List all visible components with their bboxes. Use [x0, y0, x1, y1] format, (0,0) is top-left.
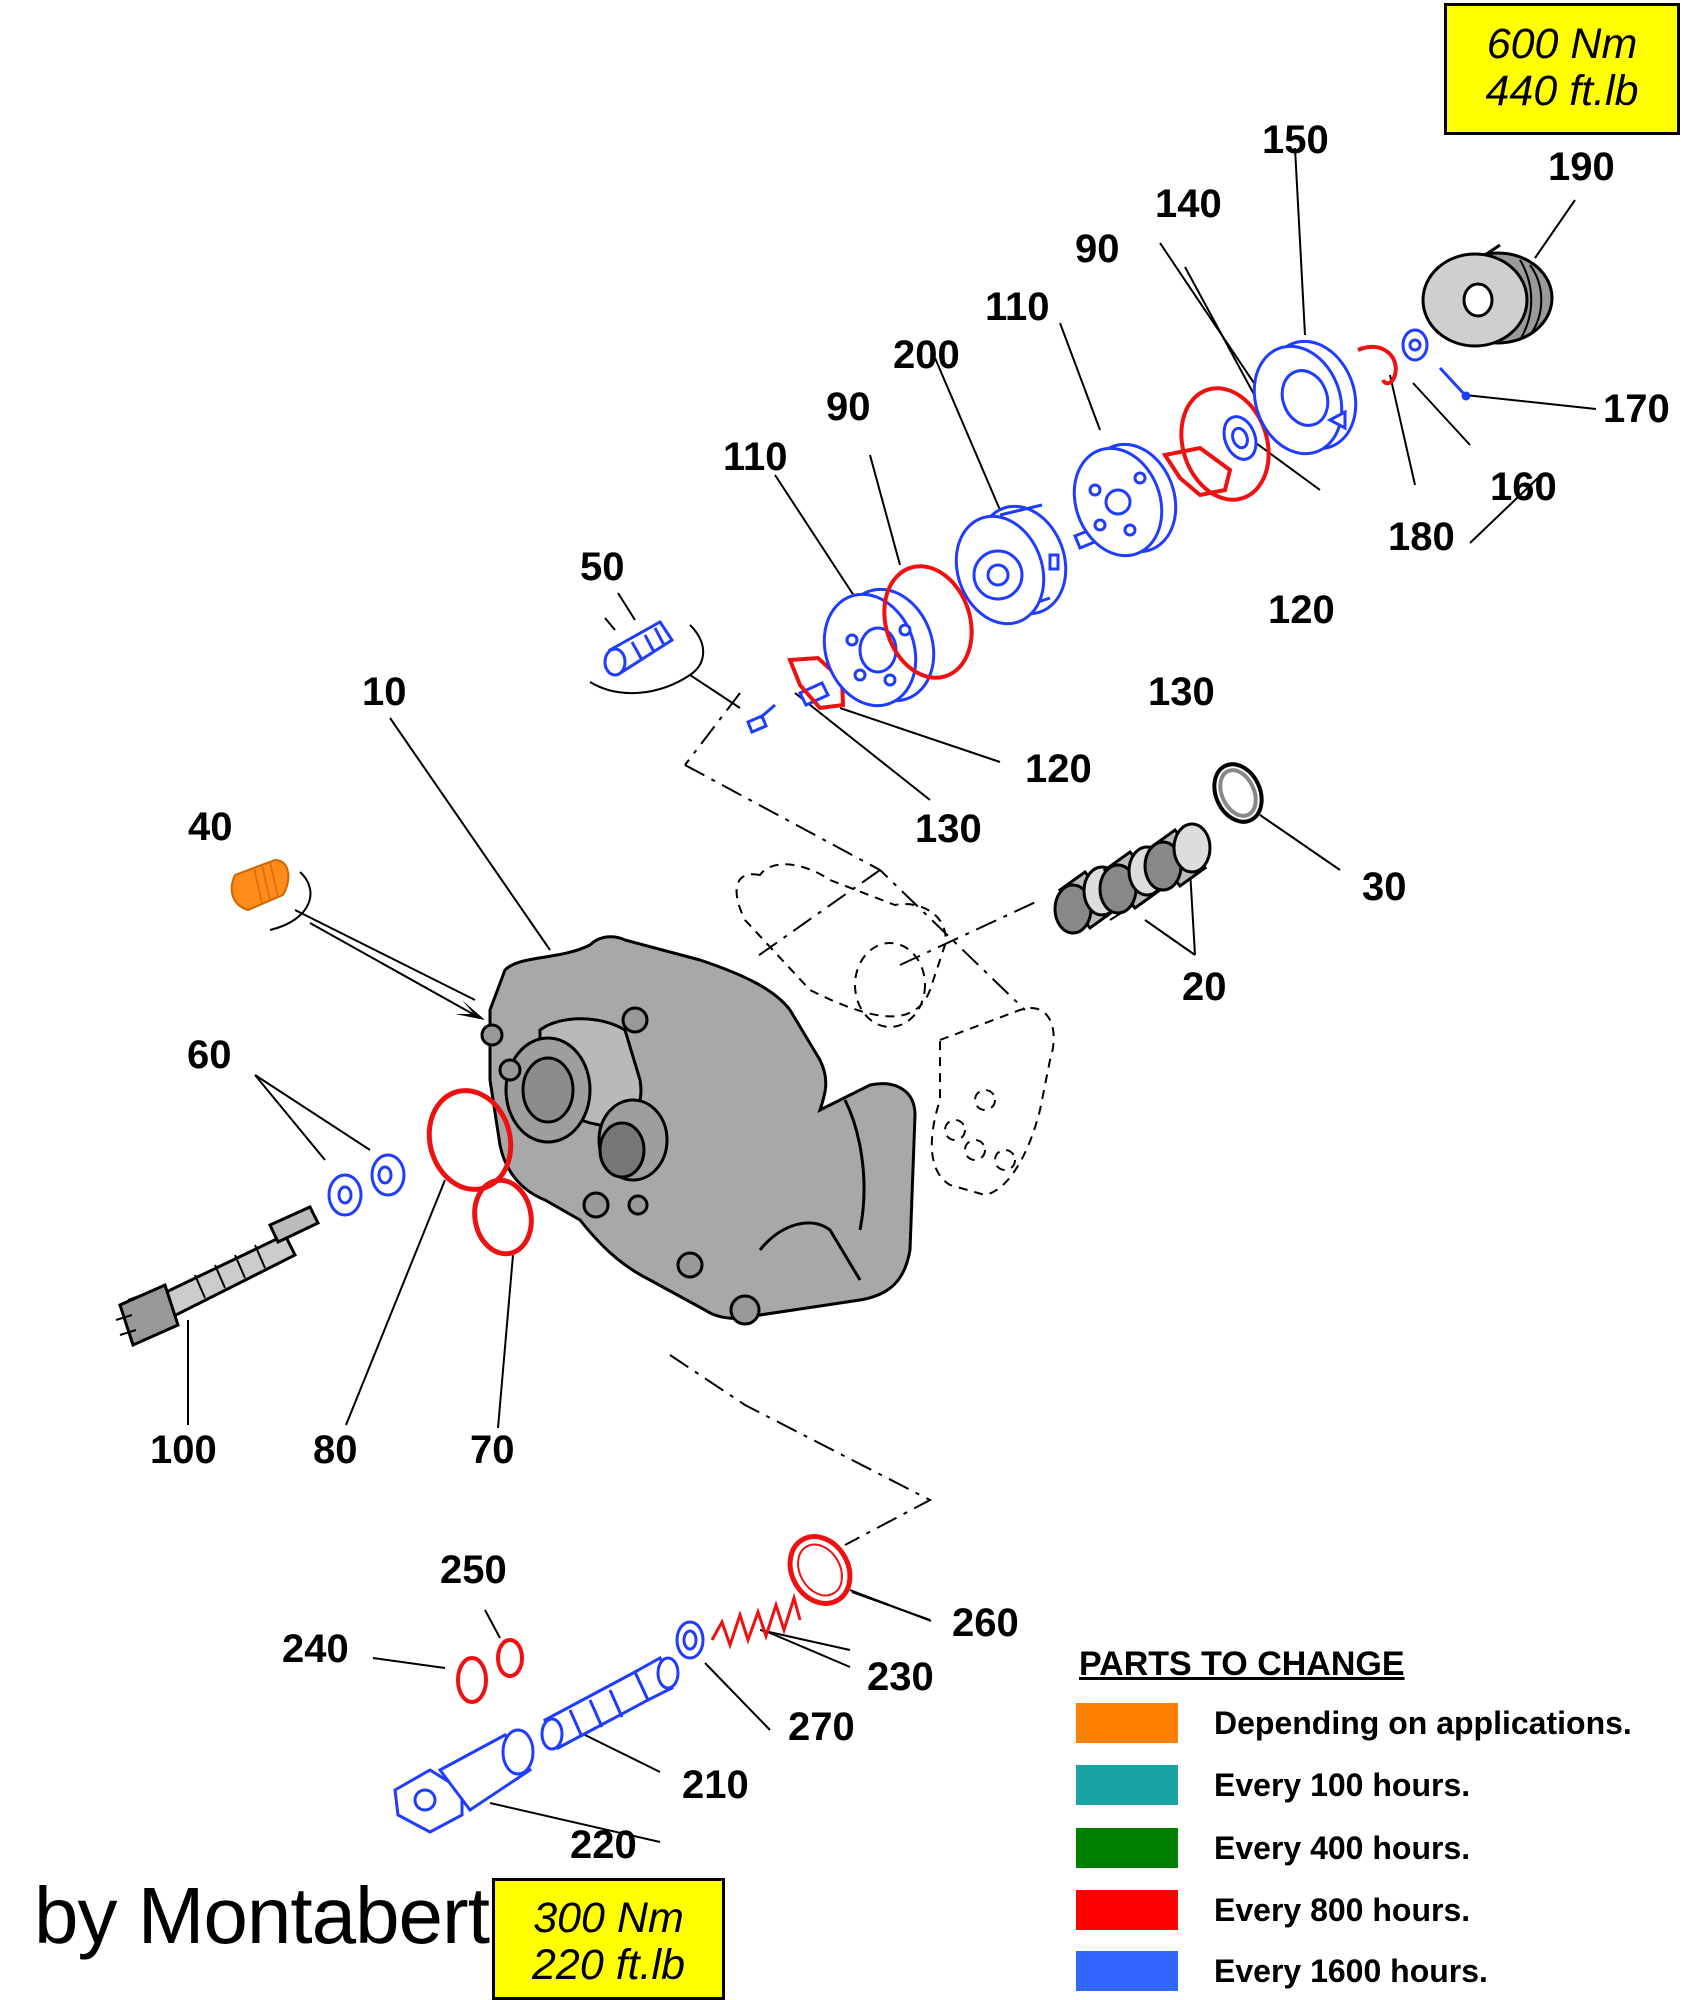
label-50: 50	[580, 545, 625, 589]
part-60-bearings	[327, 1153, 406, 1217]
legend-label: Every 400 hours.	[1214, 1830, 1471, 1866]
label-110-lower: 110	[723, 435, 788, 479]
center-lines	[669, 692, 1041, 1546]
label-10: 10	[362, 670, 407, 714]
label-200: 200	[893, 333, 960, 377]
label-140: 140	[1155, 182, 1222, 226]
torque-top-nm: 600 Nm	[1486, 20, 1638, 68]
part-70-oring	[472, 1177, 534, 1257]
part-240-oring	[456, 1656, 488, 1704]
part-50-fitting	[589, 620, 741, 709]
label-60: 60	[187, 1033, 232, 1077]
legend-label: Every 100 hours.	[1214, 1767, 1471, 1803]
brand-credit: by Montabert	[34, 1871, 490, 1960]
label-160: 160	[1490, 465, 1557, 509]
label-30: 30	[1362, 865, 1407, 909]
part-90-ring-lower	[882, 564, 974, 680]
part-210-spool	[540, 1655, 680, 1751]
part-110-plate-upper	[1072, 442, 1178, 558]
part-200-gear-housing	[954, 503, 1068, 626]
part-30-ring	[1212, 762, 1264, 824]
label-130-lower: 130	[915, 807, 982, 851]
label-120-upper: 120	[1268, 588, 1335, 632]
label-90-upper: 90	[1075, 227, 1120, 271]
torque-bottom-ftlb: 220 ft.lb	[532, 1941, 685, 1989]
label-120-lower: 120	[1025, 747, 1092, 791]
part-100-shaft	[115, 1205, 321, 1348]
legend-label: Depending on applications.	[1214, 1705, 1632, 1741]
part-140-bearing	[1222, 415, 1258, 461]
part-260-ring	[787, 1534, 853, 1606]
part-230-spring	[710, 1592, 802, 1650]
part-180-ring	[1357, 344, 1398, 386]
part-250-oring	[496, 1638, 524, 1678]
pump-body	[480, 935, 917, 1326]
part-170-key	[1438, 366, 1471, 401]
torque-box-top: 600 Nm 440 ft.lb	[1444, 3, 1680, 135]
legend-swatch	[1076, 1703, 1178, 1743]
part-150-cover	[1252, 339, 1358, 456]
part-190-pulley	[1421, 243, 1554, 348]
part-120-seal-lower	[787, 655, 846, 711]
label-250: 250	[440, 1548, 507, 1592]
label-90-lower: 90	[826, 385, 871, 429]
legend-item: Depending on applications.	[1076, 1703, 1696, 1747]
part-270-washer	[675, 1620, 705, 1660]
legend-label: Every 1600 hours.	[1214, 1953, 1488, 1989]
label-80: 80	[313, 1428, 358, 1472]
label-100: 100	[150, 1428, 217, 1472]
part-90-ring-upper	[1179, 386, 1271, 502]
legend-item: Every 800 hours.	[1076, 1890, 1696, 1934]
gasket-outline	[735, 863, 1055, 1197]
part-40-plug	[230, 858, 312, 931]
label-130-upper: 130	[1148, 670, 1215, 714]
part-120-seal-upper	[1161, 445, 1233, 498]
label-40: 40	[188, 805, 233, 849]
part-160-nut	[1401, 328, 1429, 362]
part-220-valve-body	[393, 1728, 535, 1834]
legend-title: PARTS TO CHANGE	[1079, 1645, 1405, 1683]
label-190: 190	[1548, 145, 1615, 189]
label-210: 210	[682, 1763, 749, 1807]
legend-label: Every 800 hours.	[1214, 1892, 1471, 1928]
legend-swatch	[1076, 1951, 1178, 1991]
part-20-bushings	[1053, 822, 1212, 935]
legend-swatch	[1076, 1828, 1178, 1868]
label-70: 70	[470, 1428, 515, 1472]
legend-swatch	[1076, 1890, 1178, 1930]
leader-lines	[187, 147, 1597, 1843]
torque-top-ftlb: 440 ft.lb	[1485, 67, 1639, 115]
label-110-upper: 110	[985, 285, 1050, 329]
part-labels: 10 20 30 40 50 60 70 80 90 90 100 110 11…	[150, 118, 1670, 1867]
label-220: 220	[570, 1823, 637, 1867]
label-230: 230	[867, 1655, 934, 1699]
torque-bottom-nm: 300 Nm	[533, 1894, 684, 1942]
legend-item: Every 400 hours.	[1076, 1828, 1696, 1872]
label-240: 240	[282, 1627, 349, 1671]
legend-item: Every 100 hours.	[1076, 1765, 1696, 1809]
torque-box-bottom: 300 Nm 220 ft.lb	[492, 1878, 725, 2000]
label-150: 150	[1262, 118, 1329, 162]
label-260: 260	[952, 1601, 1019, 1645]
label-180: 180	[1388, 515, 1455, 559]
legend-swatch	[1076, 1765, 1178, 1805]
label-270: 270	[788, 1705, 855, 1749]
label-170: 170	[1603, 387, 1670, 431]
legend-item: Every 1600 hours.	[1076, 1951, 1696, 1995]
part-110-plate-lower	[822, 587, 936, 708]
label-20: 20	[1182, 965, 1227, 1009]
